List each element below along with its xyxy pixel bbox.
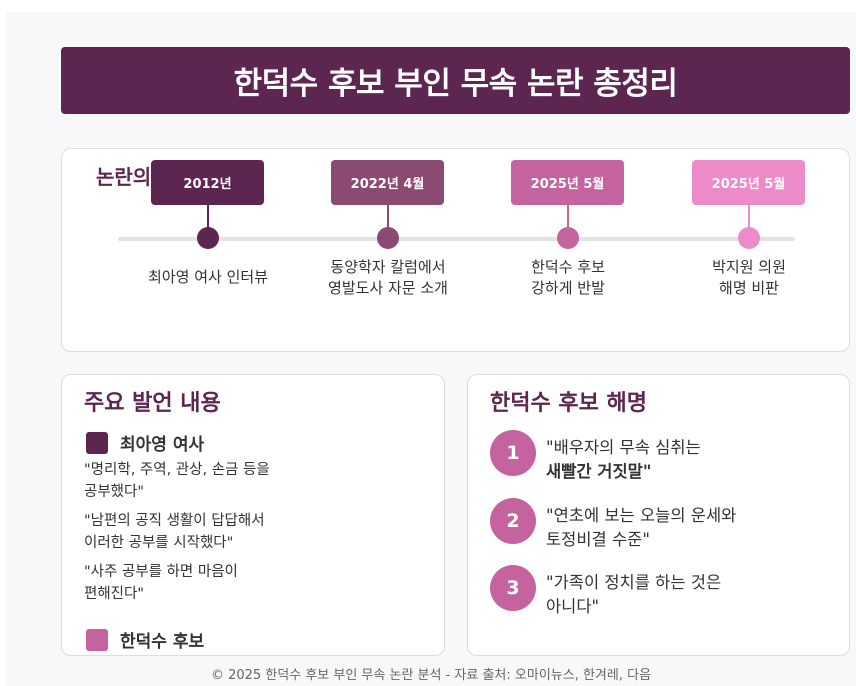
quote-item: "명리학, 주역, 관상, 손금 등을 공부했다" <box>84 459 304 503</box>
statements-card: 주요 발언 내용 최아영 여사 "명리학, 주역, 관상, 손금 등을 공부했다… <box>61 374 445 656</box>
timeline-stem <box>748 205 750 229</box>
timeline-date-badge: 2025년 5월 <box>692 160 805 205</box>
timeline-description: 동양학자 칼럼에서 영발도사 자문 소개 <box>288 257 488 299</box>
quote-line: 이러한 공부를 시작했다" <box>84 535 234 551</box>
speaker-han: 한덕수 후보 <box>86 627 204 652</box>
explanation-line: "가족이 정치를 하는 것은 <box>546 573 722 592</box>
timeline-stem <box>567 205 569 229</box>
timeline-card: 논란의 2012년 최아영 여사 인터뷰 2022년 4월 동양학자 칼럼에서 … <box>61 148 850 352</box>
timeline-stem <box>207 205 209 229</box>
speaker-color-swatch <box>86 431 108 454</box>
page-title-banner: 한덕수 후보 부인 무속 논란 총정리 <box>61 47 850 114</box>
timeline-date-badge: 2022년 4월 <box>331 160 444 205</box>
quote-line: 편해진다" <box>84 586 145 602</box>
quote-line: "명리학, 주역, 관상, 손금 등을 <box>84 462 270 478</box>
timeline-date-badge: 2025년 5월 <box>511 160 624 205</box>
timeline-line <box>118 237 795 241</box>
timeline-desc-line: 해명 비판 <box>719 279 779 297</box>
explanation-line: "배우자의 무속 심취는 <box>546 438 701 457</box>
number-badge: 3 <box>490 565 536 611</box>
explanation-line: 아니다" <box>546 597 600 616</box>
number-badge: 1 <box>490 430 536 476</box>
speaker-color-swatch <box>86 628 108 651</box>
timeline-dot <box>197 227 219 249</box>
explanation-text: "연초에 보는 오늘의 운세와 토정비결 수준" <box>546 504 736 552</box>
explanation-item: 1 "배우자의 무속 심취는 새빨간 거짓말" <box>490 430 701 484</box>
timeline-desc-line: 한덕수 후보 <box>531 258 605 276</box>
timeline-dot <box>377 227 399 249</box>
timeline-date-badge: 2012년 <box>151 160 264 205</box>
number-badge: 2 <box>490 498 536 544</box>
explanation-card: 한덕수 후보 해명 1 "배우자의 무속 심취는 새빨간 거짓말" 2 "연초에… <box>467 374 850 656</box>
explanation-line: 토정비결 수준" <box>546 530 650 549</box>
timeline-desc-line: 동양학자 칼럼에서 <box>330 258 446 276</box>
quote-line: "남편의 공직 생활이 답답해서 <box>84 513 265 529</box>
timeline-desc-line: 강하게 반발 <box>531 279 605 297</box>
explanation-item: 3 "가족이 정치를 하는 것은 아니다" <box>490 565 721 619</box>
statements-title: 주요 발언 내용 <box>84 391 221 416</box>
timeline-desc-line: 박지원 의원 <box>712 258 786 276</box>
explanation-title: 한덕수 후보 해명 <box>490 391 647 416</box>
timeline-description: 최아영 여사 인터뷰 <box>108 267 308 288</box>
timeline-desc-line: 영발도사 자문 소개 <box>328 279 448 297</box>
speaker-name: 한덕수 후보 <box>120 632 205 652</box>
speaker-choi: 최아영 여사 <box>86 430 204 455</box>
explanation-text: "배우자의 무속 심취는 새빨간 거짓말" <box>546 436 701 484</box>
timeline-description: 박지원 의원 해명 비판 <box>649 257 849 299</box>
speaker-name: 최아영 여사 <box>120 435 205 455</box>
page-title: 한덕수 후보 부인 무속 논란 총정리 <box>233 66 678 102</box>
explanation-line-emphasis: 새빨간 거짓말" <box>546 462 652 481</box>
timeline-dot <box>738 227 760 249</box>
explanation-line: "연초에 보는 오늘의 운세와 <box>546 506 737 525</box>
quote-item: "사주 공부를 하면 마음이 편해진다" <box>84 561 304 605</box>
timeline-dot <box>557 227 579 249</box>
explanation-text: "가족이 정치를 하는 것은 아니다" <box>546 571 721 619</box>
quote-item: "남편의 공직 생활이 답답해서 이러한 공부를 시작했다" <box>84 510 304 554</box>
timeline-desc-line: 최아영 여사 인터뷰 <box>148 268 268 286</box>
explanation-item: 2 "연초에 보는 오늘의 운세와 토정비결 수준" <box>490 498 736 552</box>
quote-line: 공부했다" <box>84 484 145 500</box>
timeline-description: 한덕수 후보 강하게 반발 <box>468 257 668 299</box>
page-footer: © 2025 한덕수 후보 부인 무속 논란 분석 - 자료 출처: 오마이뉴스… <box>210 668 652 683</box>
timeline-heading: 논란의 <box>96 165 152 189</box>
quote-line: "사주 공부를 하면 마음이 <box>84 564 238 580</box>
timeline-stem <box>387 205 389 229</box>
